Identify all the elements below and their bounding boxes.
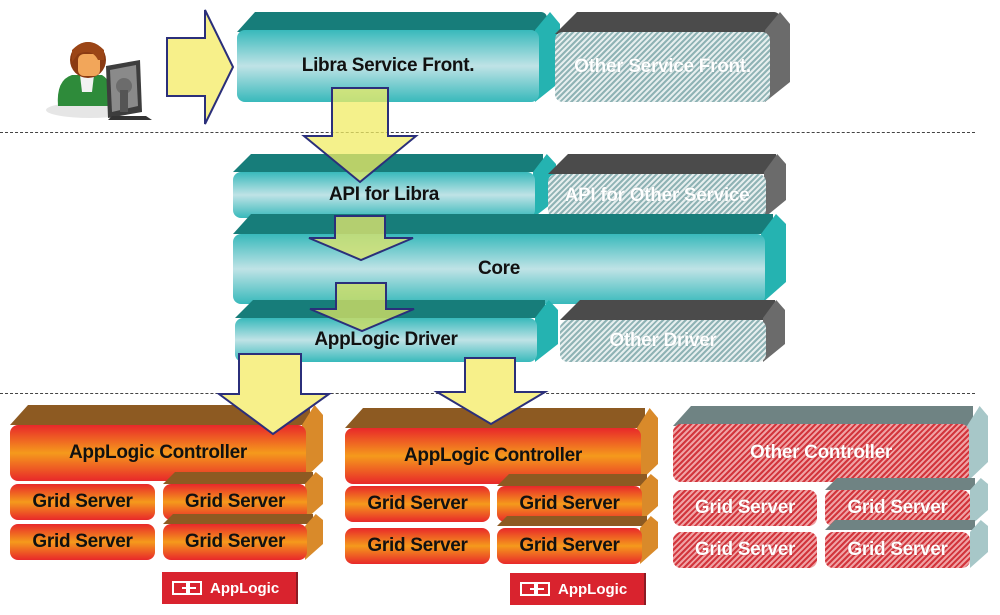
block-top <box>548 154 776 174</box>
applogic-badge-label: AppLogic <box>558 580 628 598</box>
grid-server: Grid Server <box>825 520 988 568</box>
arrow-down-icon <box>215 352 333 441</box>
grid-server: Grid Server <box>673 486 831 526</box>
block-side <box>970 520 988 568</box>
grid-server-label: Grid Server <box>497 528 642 564</box>
arrow-down-icon <box>306 281 418 338</box>
grid-server: Grid Server <box>10 520 165 560</box>
other-service-front-label: Other Service Front. <box>555 32 770 102</box>
block-top <box>10 405 310 425</box>
arrow-right-icon <box>165 8 235 131</box>
grid-server-label: Grid Server <box>163 524 307 560</box>
block-top <box>560 300 775 320</box>
applogic-badge-label: AppLogic <box>210 579 280 597</box>
block-top <box>163 472 313 484</box>
grid-server-label: Grid Server <box>345 528 490 564</box>
grid-server: Grid Server <box>497 516 658 564</box>
api-for-other-service: API for Other Service <box>548 154 786 218</box>
applogic-controller-1: AppLogic Controller <box>10 405 323 481</box>
block-top <box>237 12 547 32</box>
block-side <box>970 478 988 526</box>
block-side <box>305 472 323 520</box>
arrow-down-icon <box>300 86 420 189</box>
block-side <box>764 154 786 218</box>
arrow-down-icon <box>305 214 417 267</box>
other-driver: Other Driver <box>560 300 785 362</box>
block-top <box>673 406 973 426</box>
grid-server-label: Grid Server <box>345 486 490 522</box>
block-side <box>637 408 658 484</box>
block-top <box>825 478 975 490</box>
arrow-down-icon <box>433 356 549 431</box>
grid-server-label: Grid Server <box>673 490 817 526</box>
grid-server-label: Grid Server <box>673 532 817 568</box>
core-label: Core <box>233 234 765 304</box>
grid-server: Grid Server <box>163 514 323 560</box>
block-side <box>763 300 785 362</box>
user-at-computer-icon <box>42 20 162 120</box>
grid-server-label: Grid Server <box>825 532 970 568</box>
block-side <box>640 474 658 522</box>
applogic-logo-icon <box>520 582 550 596</box>
grid-server-label: Grid Server <box>10 484 155 520</box>
libra-service-front: Libra Service Front. <box>237 12 560 102</box>
api-for-other-service-label: API for Other Service <box>548 174 766 218</box>
block-top <box>555 12 780 34</box>
block-top <box>497 474 647 486</box>
applogic-badge: AppLogic <box>510 573 646 605</box>
block-top <box>497 516 647 526</box>
api-for-libra-label: API for Libra <box>233 172 535 218</box>
grid-server-label: Grid Server <box>10 524 155 560</box>
block-top <box>233 154 543 172</box>
applogic-badge: AppLogic <box>162 572 298 604</box>
block-top <box>163 514 313 524</box>
controller-label: AppLogic Controller <box>10 425 306 481</box>
block-side <box>302 405 323 481</box>
block-side <box>535 300 558 362</box>
tier-separator-top <box>0 132 975 133</box>
grid-server: Grid Server <box>345 524 500 564</box>
applogic-logo-icon <box>172 581 202 595</box>
grid-server: Grid Server <box>497 474 658 522</box>
other-driver-label: Other Driver <box>560 320 766 362</box>
grid-server: Grid Server <box>10 478 165 520</box>
grid-server: Grid Server <box>345 482 500 522</box>
block-top <box>825 520 975 530</box>
block-side <box>640 516 658 564</box>
block-side <box>967 406 988 482</box>
grid-server: Grid Server <box>163 472 323 520</box>
other-controller: Other Controller <box>673 406 988 482</box>
api-for-libra: API for Libra <box>233 154 556 218</box>
grid-server: Grid Server <box>825 478 988 526</box>
grid-server: Grid Server <box>673 528 831 568</box>
other-service-front: Other Service Front. <box>555 12 790 102</box>
controller-label: Other Controller <box>673 424 969 482</box>
